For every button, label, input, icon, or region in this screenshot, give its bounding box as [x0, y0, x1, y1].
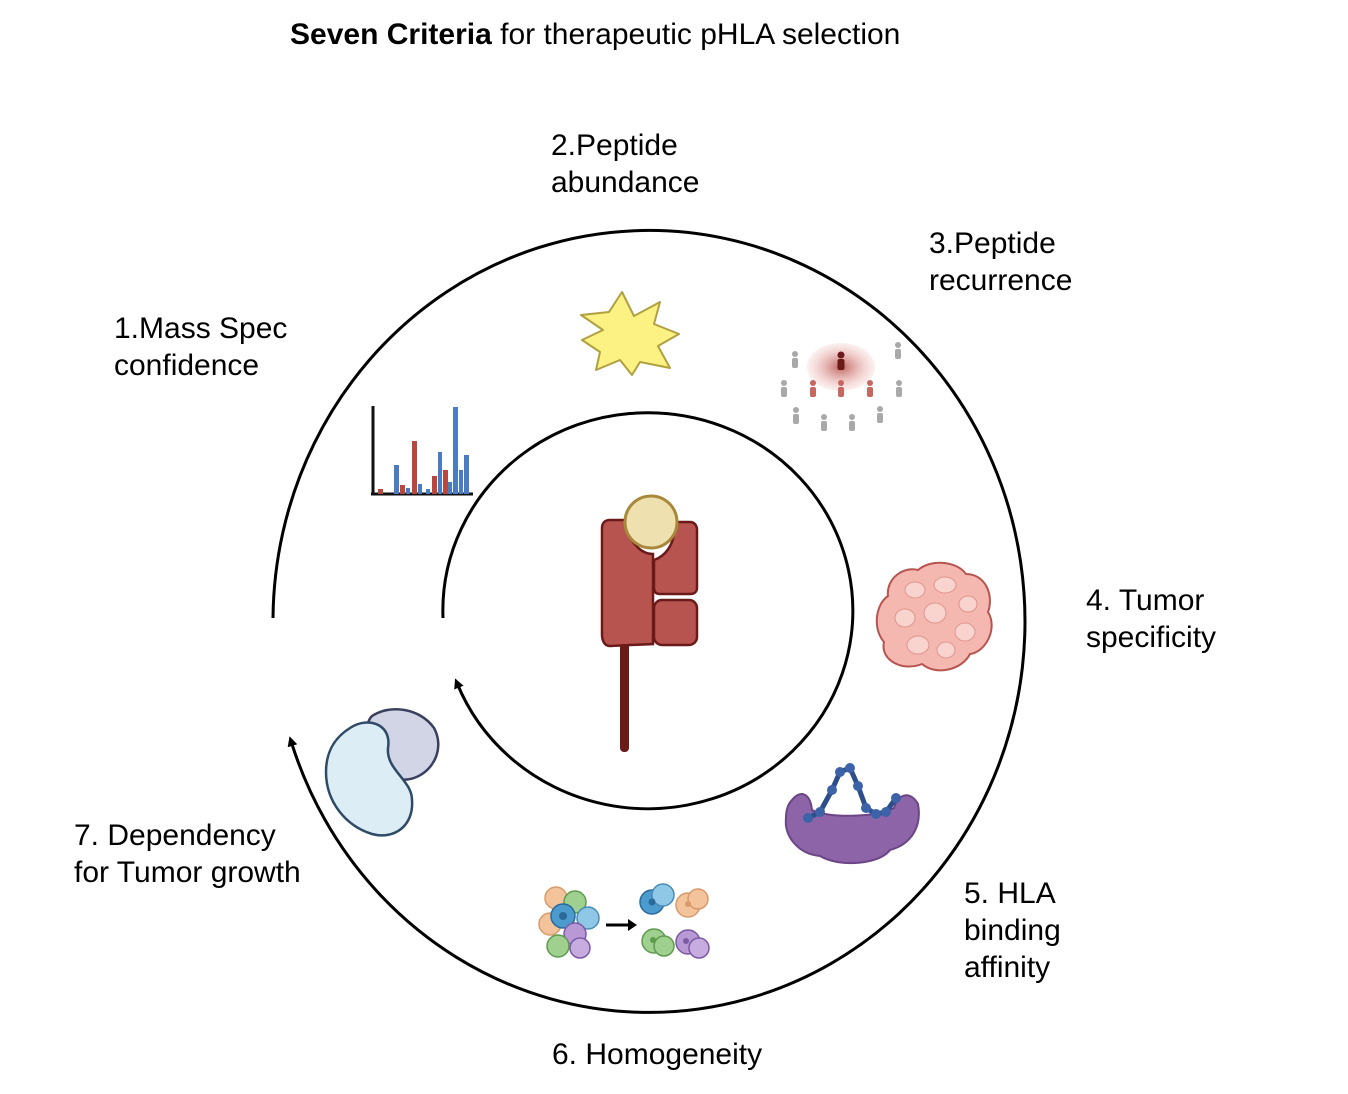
mass-spectrum-icon	[371, 406, 473, 496]
label-dependency: 7. Dependency for Tumor growth	[74, 817, 301, 891]
label-peptide-recurrence-line2: recurrence	[929, 264, 1073, 297]
label-mass-spec: 1.Mass Spec confidence	[114, 310, 287, 384]
cell-population-icon	[538, 883, 710, 959]
starburst-icon	[580, 291, 680, 376]
tumor-icon	[875, 561, 993, 672]
label-mass-spec-line2: confidence	[114, 349, 260, 382]
diagram-title: Seven Criteria for therapeutic pHLA sele…	[290, 18, 900, 52]
label-tumor-specificity: 4. Tumor specificity	[1086, 582, 1216, 656]
label-homogeneity: 6. Homogeneity	[552, 1036, 762, 1073]
label-dependency-line1: 7. Dependency	[74, 819, 276, 852]
label-peptide-recurrence-line1: 3.Peptide	[929, 227, 1056, 260]
inner-ring	[441, 411, 855, 811]
label-peptide-abundance-line2: abundance	[551, 166, 700, 199]
label-hla-binding-line1: 5. HLA	[964, 877, 1056, 910]
label-tumor-specificity-line2: specificity	[1086, 621, 1217, 654]
title-bold: Seven Criteria	[290, 18, 492, 51]
label-homogeneity-line1: 6. Homogeneity	[552, 1038, 763, 1071]
label-peptide-recurrence: 3.Peptide recurrence	[929, 225, 1072, 299]
label-mass-spec-line1: 1.Mass Spec	[114, 312, 288, 345]
population-icon	[781, 342, 902, 431]
tcr-receptor-icon	[600, 494, 699, 752]
outer-ring	[271, 228, 1027, 1014]
title-rest: for therapeutic pHLA selection	[491, 18, 901, 51]
protein-icon	[324, 708, 440, 837]
label-hla-binding-line3: affinity	[964, 951, 1051, 984]
hla-peptide-icon	[784, 763, 920, 865]
label-tumor-specificity-line1: 4. Tumor	[1086, 584, 1205, 617]
person-icon	[781, 342, 902, 431]
label-hla-binding: 5. HLA binding affinity	[964, 875, 1061, 986]
label-dependency-line2: for Tumor growth	[74, 856, 301, 889]
label-peptide-abundance: 2.Peptide abundance	[551, 127, 699, 201]
label-hla-binding-line2: binding	[964, 914, 1061, 947]
label-peptide-abundance-line1: 2.Peptide	[551, 129, 678, 162]
